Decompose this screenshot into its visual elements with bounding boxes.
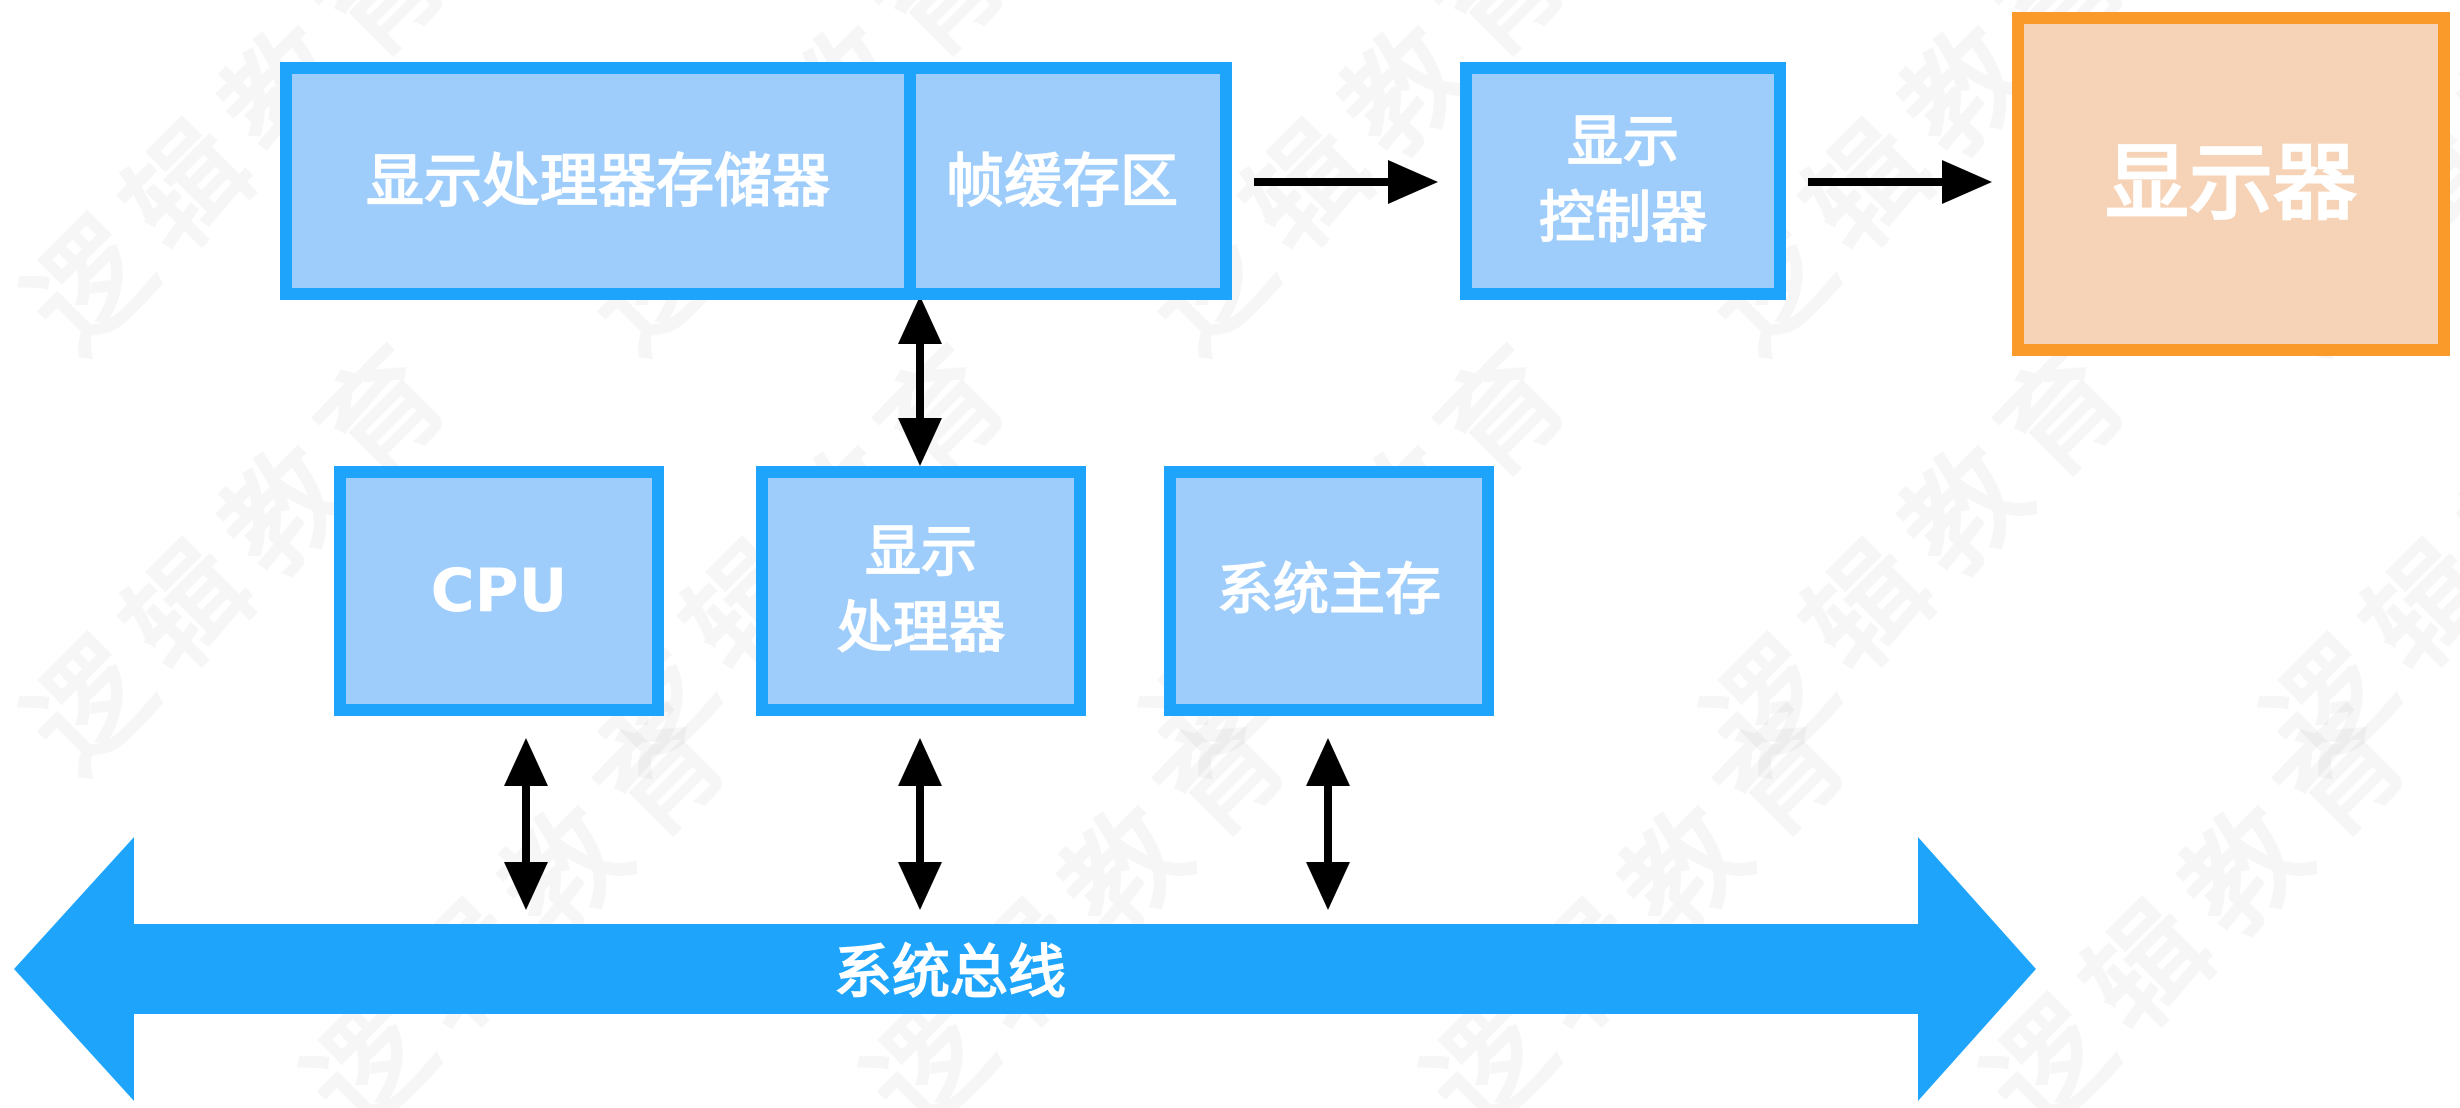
cpu-label: CPU: [430, 555, 568, 626]
display-controller-label-line2: 控制器: [1539, 186, 1707, 251]
monitor-label: 显示器: [2104, 134, 2357, 233]
display-processor-label-line2: 处理器: [837, 596, 1005, 661]
display-processor-label-line1: 显示: [865, 520, 977, 586]
arrow-cpu-bus: [504, 738, 548, 910]
system-bus-arrow: [14, 837, 2036, 1101]
display-controller-block: 显示 控制器: [1460, 62, 1786, 300]
display-processor-block: 显示 处理器: [756, 466, 1086, 716]
monitor-block: 显示器: [2012, 12, 2450, 356]
arrow-controller-to-monitor: [1808, 160, 1992, 204]
system-bus-label: 系统总线: [833, 938, 1066, 1006]
arrow-framebuffer-to-controller: [1254, 160, 1438, 204]
cpu-block: CPU: [334, 466, 664, 716]
display-processor-memory-label: 显示处理器存储器: [365, 146, 830, 215]
arrow-memory-bus: [1306, 738, 1350, 910]
arrow-processor-framebuffer: [898, 296, 942, 466]
frame-buffer-divider: [904, 62, 916, 300]
display-controller-label-line1: 显示: [1567, 110, 1679, 176]
system-main-memory-label: 系统主存: [1217, 558, 1441, 624]
system-main-memory-block: 系统主存: [1164, 466, 1494, 716]
frame-buffer-label: 帧缓存区: [945, 146, 1178, 215]
display-processor-memory-block: 显示处理器存储器 帧缓存区: [280, 62, 1232, 300]
arrow-processor-bus: [898, 738, 942, 910]
